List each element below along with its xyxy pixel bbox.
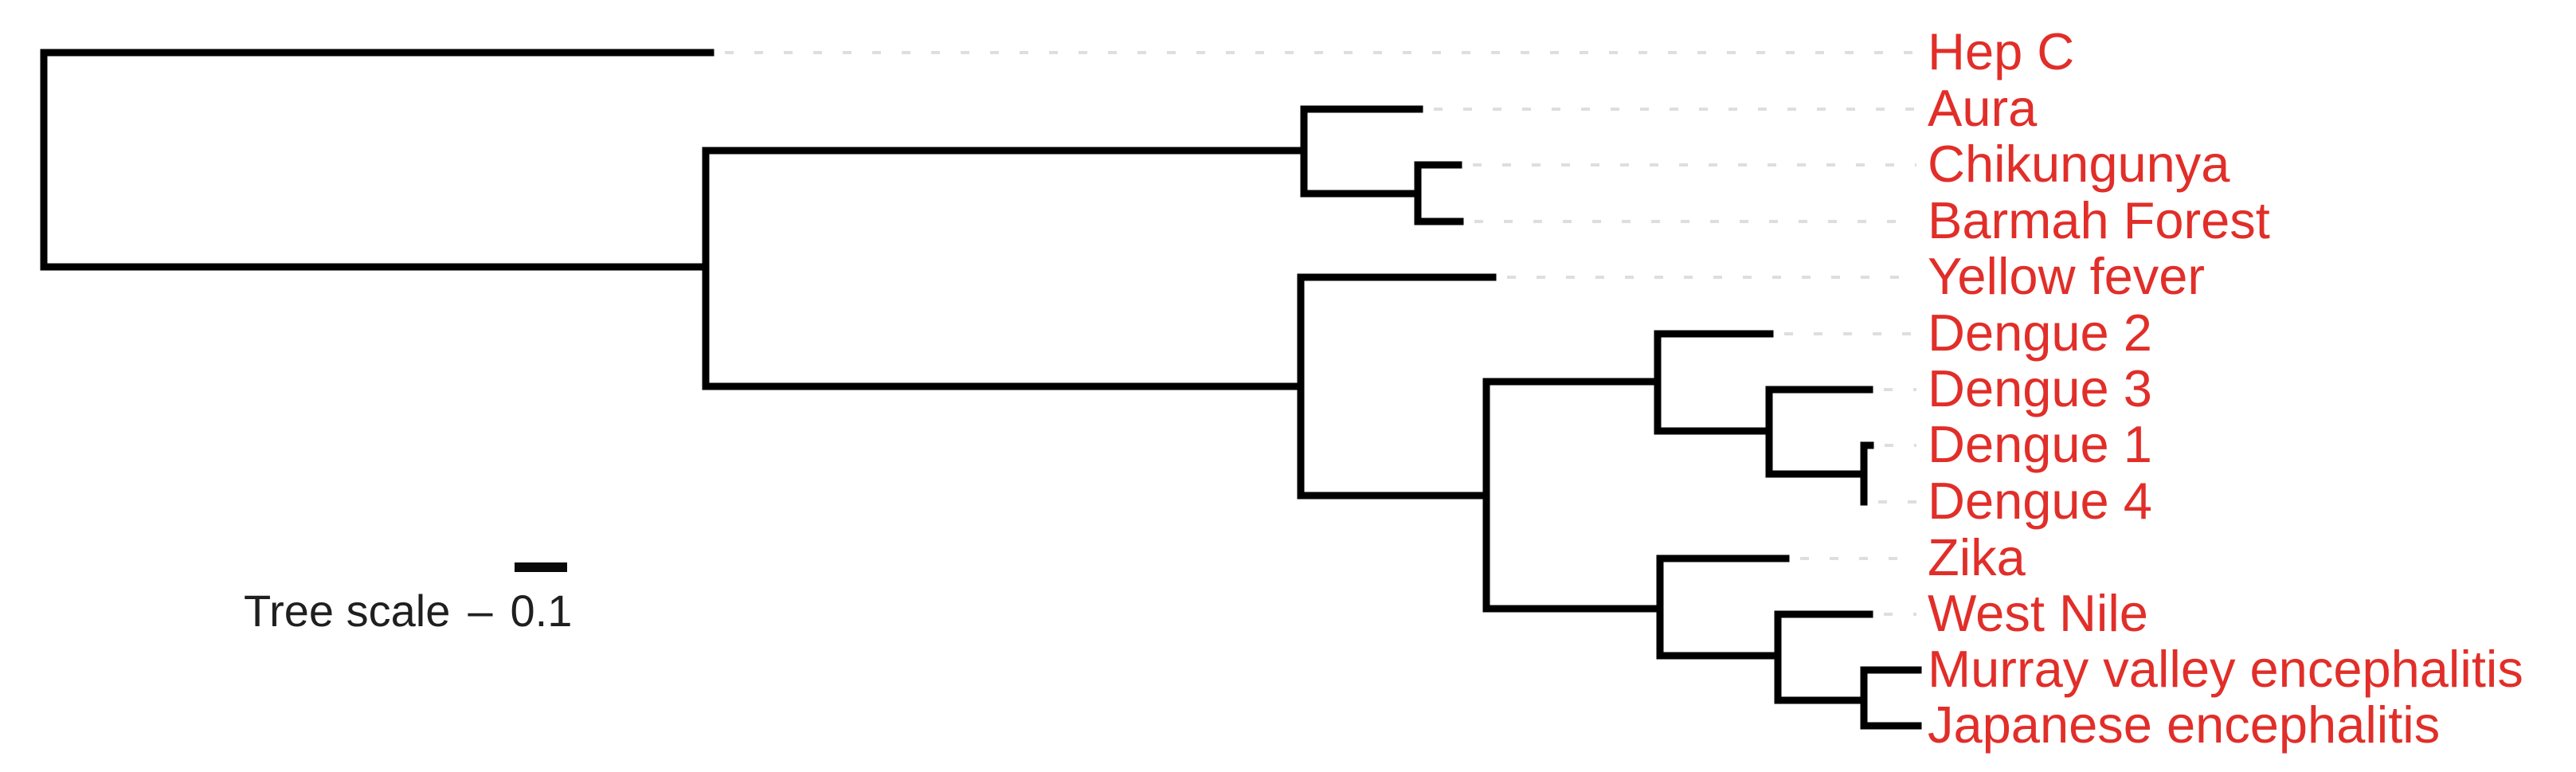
taxon-label-dengue-3: Dengue 3 xyxy=(1928,359,2152,418)
taxon-label-barmah-forest: Barmah Forest xyxy=(1928,191,2270,250)
taxon-label-hep-c: Hep C xyxy=(1928,22,2075,81)
taxon-label-yellow-fever: Yellow fever xyxy=(1928,247,2206,306)
taxon-label-japanese-encephalitis: Japanese encephalitis xyxy=(1928,696,2441,754)
taxon-label-dengue-4: Dengue 4 xyxy=(1928,472,2152,531)
tree-scale-dash: – xyxy=(468,586,493,636)
taxon-label-dengue-1: Dengue 1 xyxy=(1928,415,2152,474)
tree-scale-label: Tree scale xyxy=(244,586,451,636)
tree-scale-value-column: 0.1 xyxy=(510,562,573,637)
taxon-label-dengue-2: Dengue 2 xyxy=(1928,304,2152,362)
leader-lines xyxy=(725,51,1916,616)
tree-branches xyxy=(40,49,1922,730)
taxon-label-chikungunya: Chikungunya xyxy=(1928,135,2230,194)
taxon-label-murray-valley-encephalitis: Murray valley encephalitis xyxy=(1928,640,2523,699)
taxon-label-west-nile: West Nile xyxy=(1928,584,2148,643)
taxon-label-zika: Zika xyxy=(1928,528,2026,587)
tree-scale-bar xyxy=(515,562,568,572)
taxon-label-aura: Aura xyxy=(1928,79,2038,138)
tree-scale-value: 0.1 xyxy=(510,586,573,636)
tree-scale-legend: Tree scale – 0.1 xyxy=(244,562,572,637)
